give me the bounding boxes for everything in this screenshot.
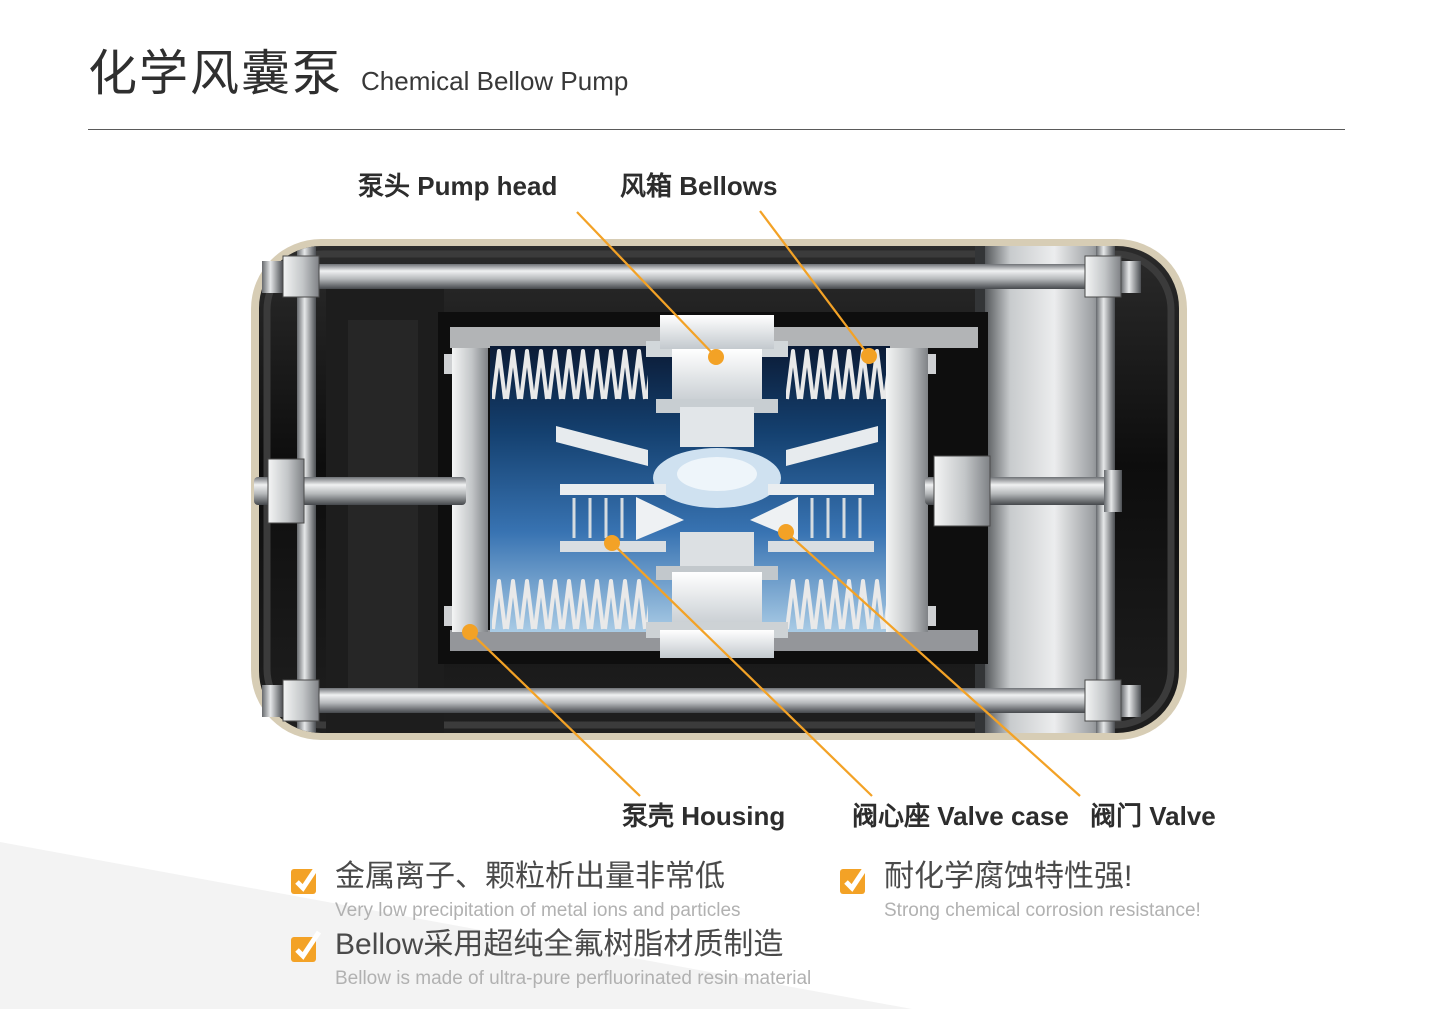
feature-item-metal-ions: 金属离子、颗粒析出量非常低 Very low precipitation of …: [289, 860, 741, 922]
page-title: 化学风囊泵: [88, 47, 344, 101]
check-icon: [840, 862, 870, 894]
callout-line-housing: [469, 631, 641, 797]
header-divider: [88, 129, 1345, 130]
callout-lines: [469, 210, 1081, 797]
callout-dot-housing: [462, 624, 478, 640]
label-valve: 阀门 Valve: [1090, 801, 1216, 831]
callout-line-valve: [785, 531, 1081, 797]
callout-line-pump-head: [576, 211, 717, 358]
tie-rod-top: [262, 255, 1141, 298]
feature-title: 金属离子、颗粒析出量非常低: [335, 860, 725, 893]
page-header: 化学风囊泵 Chemical Bellow Pump: [88, 46, 628, 102]
feature-subtitle: Strong chemical corrosion resistance!: [884, 899, 1201, 921]
manifold-bottom: [646, 532, 788, 658]
tie-rod-bottom: [262, 679, 1141, 722]
drive-shaft: [254, 455, 1122, 527]
label-bellows: 风箱 Bellows: [620, 171, 778, 201]
callout-dot-valve: [778, 524, 794, 540]
bellows-left-bottom: [492, 578, 648, 630]
callout-line-valve-case: [611, 542, 873, 797]
feature-subtitle: Bellow is made of ultra-pure perfluorina…: [335, 967, 812, 989]
feature-title: 耐化学腐蚀特性强!: [884, 860, 1133, 893]
feature-subtitle: Very low precipitation of metal ions and…: [335, 899, 741, 921]
label-valve-case: 阀心座 Valve case: [852, 801, 1069, 831]
feature-item-resin: Bellow采用超纯全氟树脂材质制造 Bellow is made of ult…: [289, 928, 811, 990]
callout-dot-valve-case: [604, 535, 620, 551]
background-wedge: [0, 842, 912, 1009]
bellows-left-top: [492, 348, 648, 400]
label-pump-head: 泵头 Pump head: [358, 171, 558, 201]
check-icon: [291, 862, 321, 894]
label-housing: 泵壳 Housing: [622, 801, 786, 831]
check-icon: [291, 930, 321, 962]
page-subtitle: Chemical Bellow Pump: [361, 66, 629, 96]
callout-line-bellows: [759, 210, 870, 357]
feature-item-corrosion: 耐化学腐蚀特性强! Strong chemical corrosion resi…: [838, 860, 1201, 922]
valve-assembly: [556, 426, 878, 552]
callout-dots: [462, 348, 877, 640]
bellows-right-bottom: [786, 578, 888, 630]
feature-title: Bellow采用超纯全氟树脂材质制造: [335, 928, 784, 961]
inner-plate-right: [886, 348, 928, 632]
callout-dot-pump-head: [708, 349, 724, 365]
callout-dot-bellows: [861, 348, 877, 364]
